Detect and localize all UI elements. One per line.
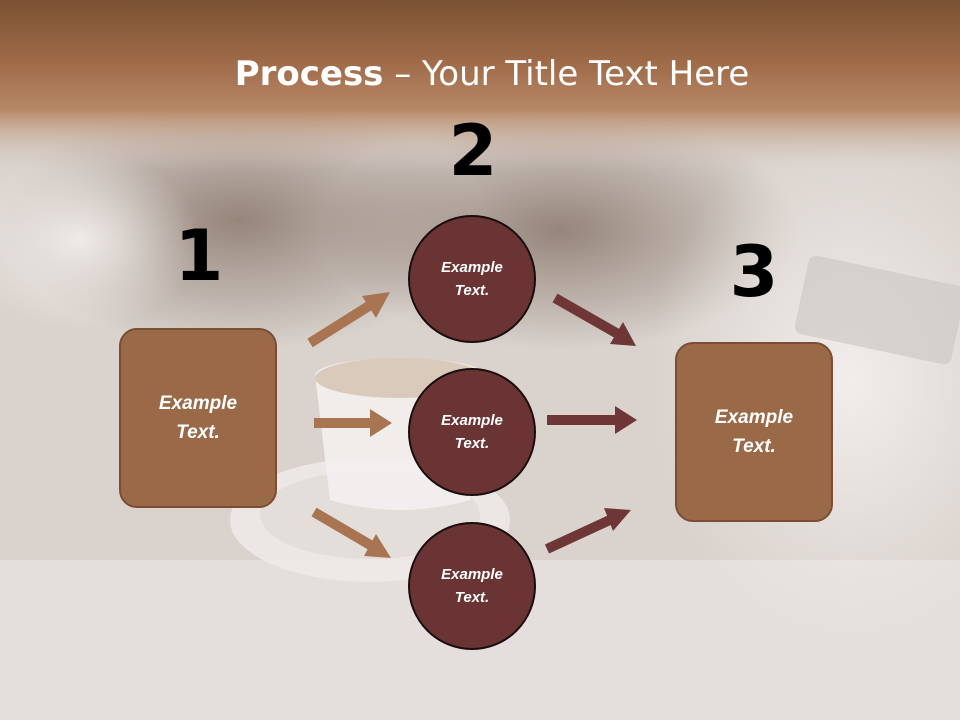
arrow-middle-to-3 [547, 406, 637, 434]
step3-text: Example Text. [714, 407, 794, 457]
title-bold: Process [234, 54, 384, 94]
step-number-2: 2 [448, 110, 498, 192]
step2-top-text: Example Text. [441, 259, 503, 299]
step2-middle-text: Example Text. [441, 412, 503, 452]
step1-box: Example Text. [119, 328, 277, 508]
step2-bottom-text: Example Text. [441, 566, 503, 606]
title-rest: – Your Title Text Here [383, 54, 750, 94]
arrow-1-to-top [307, 292, 390, 348]
step1-text: Example Text. [158, 393, 238, 443]
step2-circle-middle: Example Text. [408, 368, 536, 496]
arrow-bottom-to-3 [544, 508, 631, 554]
step2-circle-top: Example Text. [408, 215, 536, 343]
arrow-1-to-bottom [311, 507, 391, 558]
step-number-1: 1 [174, 215, 224, 297]
step3-box: Example Text. [675, 342, 833, 522]
arrow-top-to-3 [552, 293, 636, 346]
step2-circle-bottom: Example Text. [408, 522, 536, 650]
slide-title: Process – Your Title Text Here [0, 52, 960, 96]
arrow-1-to-middle [314, 409, 392, 437]
step-number-3: 3 [729, 231, 779, 313]
